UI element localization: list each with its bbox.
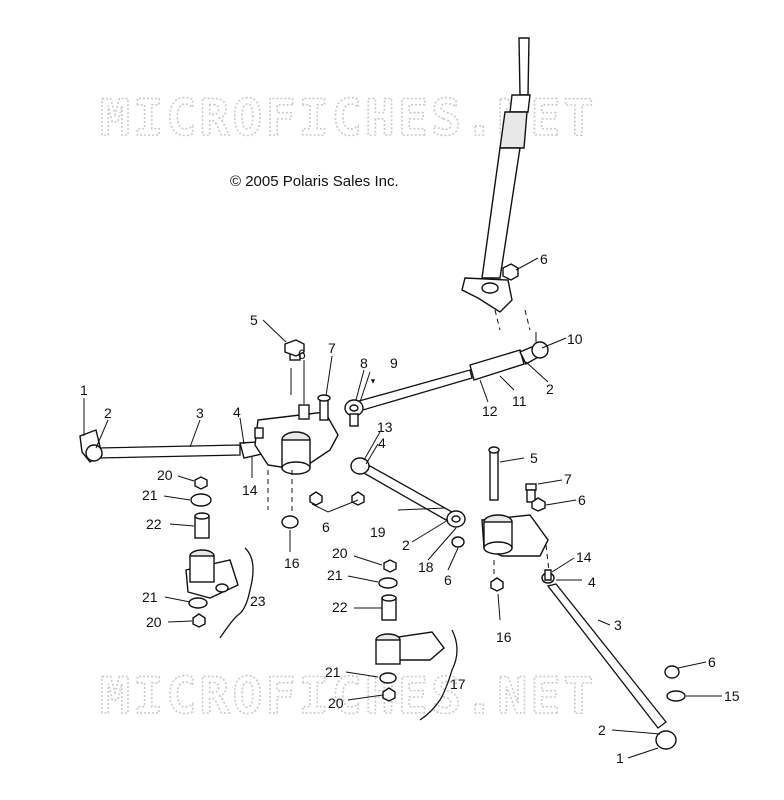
callout-22: 22 — [146, 516, 162, 532]
callout-18: 18 — [418, 559, 434, 575]
callout-10: 10 — [567, 331, 583, 347]
callout-5: 5 — [530, 450, 538, 466]
brace-17 — [419, 629, 458, 721]
center-link — [350, 457, 466, 528]
callout-2: 2 — [598, 722, 606, 738]
callout-11: 11 — [512, 393, 527, 409]
callout-21: 21 — [142, 589, 158, 605]
callout-6: 6 — [298, 346, 306, 362]
callout-6: 6 — [322, 519, 330, 535]
callout-16: 16 — [496, 629, 512, 645]
hardware-left — [190, 476, 365, 539]
callout-3: 3 — [196, 405, 204, 421]
upper-tie-rod — [344, 332, 549, 427]
callout-20: 20 — [328, 695, 344, 711]
callout-9: 9 — [390, 355, 398, 371]
right-tie-rod — [541, 569, 686, 750]
callout-6: 6 — [540, 251, 548, 267]
callout-6: 6 — [444, 572, 452, 588]
callout-4: 4 — [588, 574, 596, 590]
copyright-text: © 2005 Polaris Sales Inc. — [230, 173, 399, 190]
callout-6: 6 — [708, 654, 716, 670]
callout-1: 1 — [616, 750, 624, 766]
callout-20: 20 — [146, 614, 162, 630]
leader-lines — [83, 257, 722, 759]
left-steering-arm — [254, 339, 339, 475]
callout-14: 14 — [242, 482, 258, 498]
center-spindle — [370, 379, 445, 702]
callout-16: 16 — [284, 555, 300, 571]
callout-2: 2 — [546, 381, 554, 397]
callout-21: 21 — [325, 664, 341, 680]
callout-13: 13 — [377, 419, 393, 435]
right-steering-arm — [451, 446, 549, 592]
callout-1: 1 — [80, 382, 88, 398]
steering-column — [461, 37, 531, 313]
callout-7: 7 — [564, 471, 572, 487]
callout-3: 3 — [614, 617, 622, 633]
callout-20: 20 — [157, 467, 173, 483]
callout-labels: 1 2 3 4 14 5 6 7 8 9 10 2 11 12 6 13 4 2… — [80, 251, 740, 766]
callout-8: 8 — [360, 355, 368, 371]
callout-5: 5 — [250, 312, 258, 328]
brace-23 — [219, 547, 254, 639]
callout-22: 22 — [332, 599, 348, 615]
callout-4: 4 — [233, 404, 241, 420]
dash-column — [494, 309, 501, 331]
callout-19: 19 — [370, 524, 386, 540]
callout-20: 20 — [332, 545, 348, 561]
callout-12: 12 — [482, 403, 498, 419]
callout-7: 7 — [328, 340, 336, 356]
callout-15: 15 — [724, 688, 740, 704]
callout-6: 6 — [578, 492, 586, 508]
callout-23: 23 — [250, 593, 266, 609]
callout-2: 2 — [104, 405, 112, 421]
watermark-bottom: MICROFICHES.NET — [100, 667, 597, 725]
callout-4: 4 — [378, 435, 386, 451]
callout-14: 14 — [576, 549, 592, 565]
callout-2: 2 — [402, 537, 410, 553]
left-tie-rod — [79, 429, 263, 463]
left-spindle — [185, 549, 239, 628]
callout-17: 17 — [450, 676, 466, 692]
callout-21: 21 — [142, 487, 158, 503]
nut-top — [502, 263, 519, 281]
callout-21: 21 — [327, 567, 343, 583]
